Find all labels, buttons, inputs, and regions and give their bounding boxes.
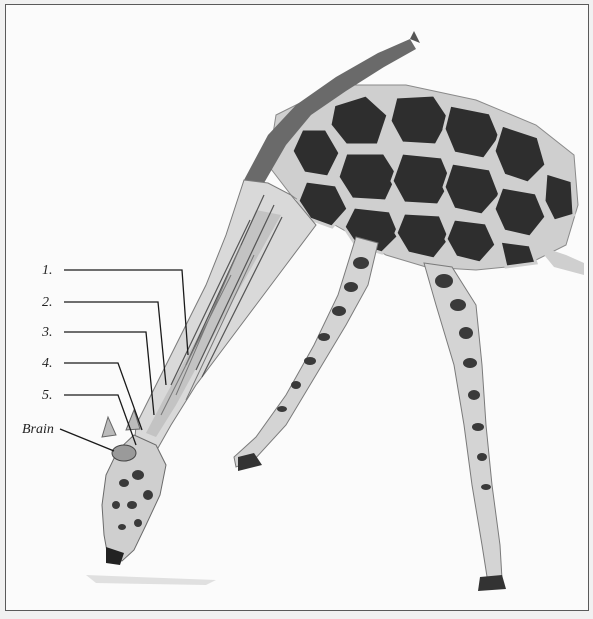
front-right-leg: [424, 263, 506, 591]
brain-shape: [112, 445, 136, 461]
label-3: 3.: [41, 325, 53, 340]
label-4: 4.: [42, 356, 53, 371]
leader-line-5: [64, 395, 136, 445]
leader-line-1: [64, 270, 188, 355]
leader-line-2: [64, 302, 166, 385]
giraffe-illustration: 1. 2. 3. 4. 5. Brain: [6, 5, 589, 611]
label-2: 2.: [42, 295, 53, 310]
hind-leg-hint: [536, 245, 584, 275]
label-1: 1.: [42, 263, 53, 278]
label-5: 5.: [42, 388, 53, 403]
figure-frame: 1. 2. 3. 4. 5. Brain: [5, 4, 589, 611]
leader-line-3: [64, 332, 154, 415]
ground-shadow: [86, 575, 216, 585]
label-brain: Brain: [22, 422, 54, 437]
